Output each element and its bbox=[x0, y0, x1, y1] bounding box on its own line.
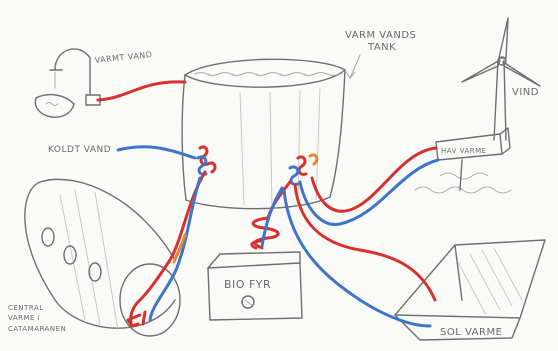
bio-burner-coil bbox=[250, 216, 280, 250]
tank-right-coil bbox=[288, 153, 319, 186]
central-heating-return-pipe bbox=[148, 176, 202, 322]
tap-icon bbox=[34, 48, 101, 118]
pump-stand bbox=[459, 159, 463, 191]
solar-collector bbox=[394, 239, 546, 341]
bio-fyr-label: BIO FYR bbox=[224, 278, 271, 291]
porthole-2 bbox=[63, 245, 77, 265]
sea-waves-2 bbox=[439, 172, 489, 180]
sea-heat-hot-pipe bbox=[310, 146, 438, 213]
burner-dial bbox=[241, 295, 255, 309]
central-varme-label-line2: VARME I bbox=[8, 314, 40, 322]
sol-varme-label: SOL VARME bbox=[440, 327, 502, 338]
varmt-vand-label: VARMT VAND bbox=[94, 50, 153, 65]
hot-water-outlet-pipe bbox=[96, 80, 187, 102]
koldt-vand-label: KOLDT VAND bbox=[48, 145, 111, 155]
solar-hot-pipe bbox=[293, 183, 437, 302]
radiator-loop bbox=[126, 310, 147, 328]
varmvands-tank-label-line1: VARM VANDS bbox=[345, 30, 416, 41]
catamaran-hull bbox=[24, 178, 181, 337]
vind-label: VIND bbox=[512, 87, 539, 98]
tank-label-arrow bbox=[349, 54, 361, 79]
sea-heat-pump bbox=[435, 127, 511, 161]
bio-return-pipe bbox=[260, 186, 284, 248]
pipe-transition bbox=[172, 233, 187, 264]
hot-water-tank bbox=[181, 58, 346, 210]
sea-waves-1 bbox=[414, 186, 512, 194]
tank-left-coil bbox=[196, 145, 217, 176]
cold-water-inlet-pipe bbox=[116, 145, 197, 160]
varmvands-tank-label-line2: TANK bbox=[367, 42, 396, 53]
bio-burner bbox=[207, 251, 303, 321]
solar-cold-pipe bbox=[282, 188, 432, 328]
porthole-1 bbox=[41, 227, 55, 247]
porthole-3 bbox=[88, 262, 102, 282]
central-varme-label-line1: CENTRAL bbox=[8, 304, 44, 312]
wind-turbine-icon bbox=[461, 17, 541, 141]
sea-heat-cold-pipe bbox=[298, 158, 440, 226]
hav-varme-label: HAV VARME bbox=[441, 147, 487, 155]
tank-arrow-head bbox=[345, 71, 356, 79]
central-heating-hot-pipe bbox=[129, 170, 207, 328]
central-varme-label-line3: CATAMARANEN bbox=[8, 325, 66, 333]
